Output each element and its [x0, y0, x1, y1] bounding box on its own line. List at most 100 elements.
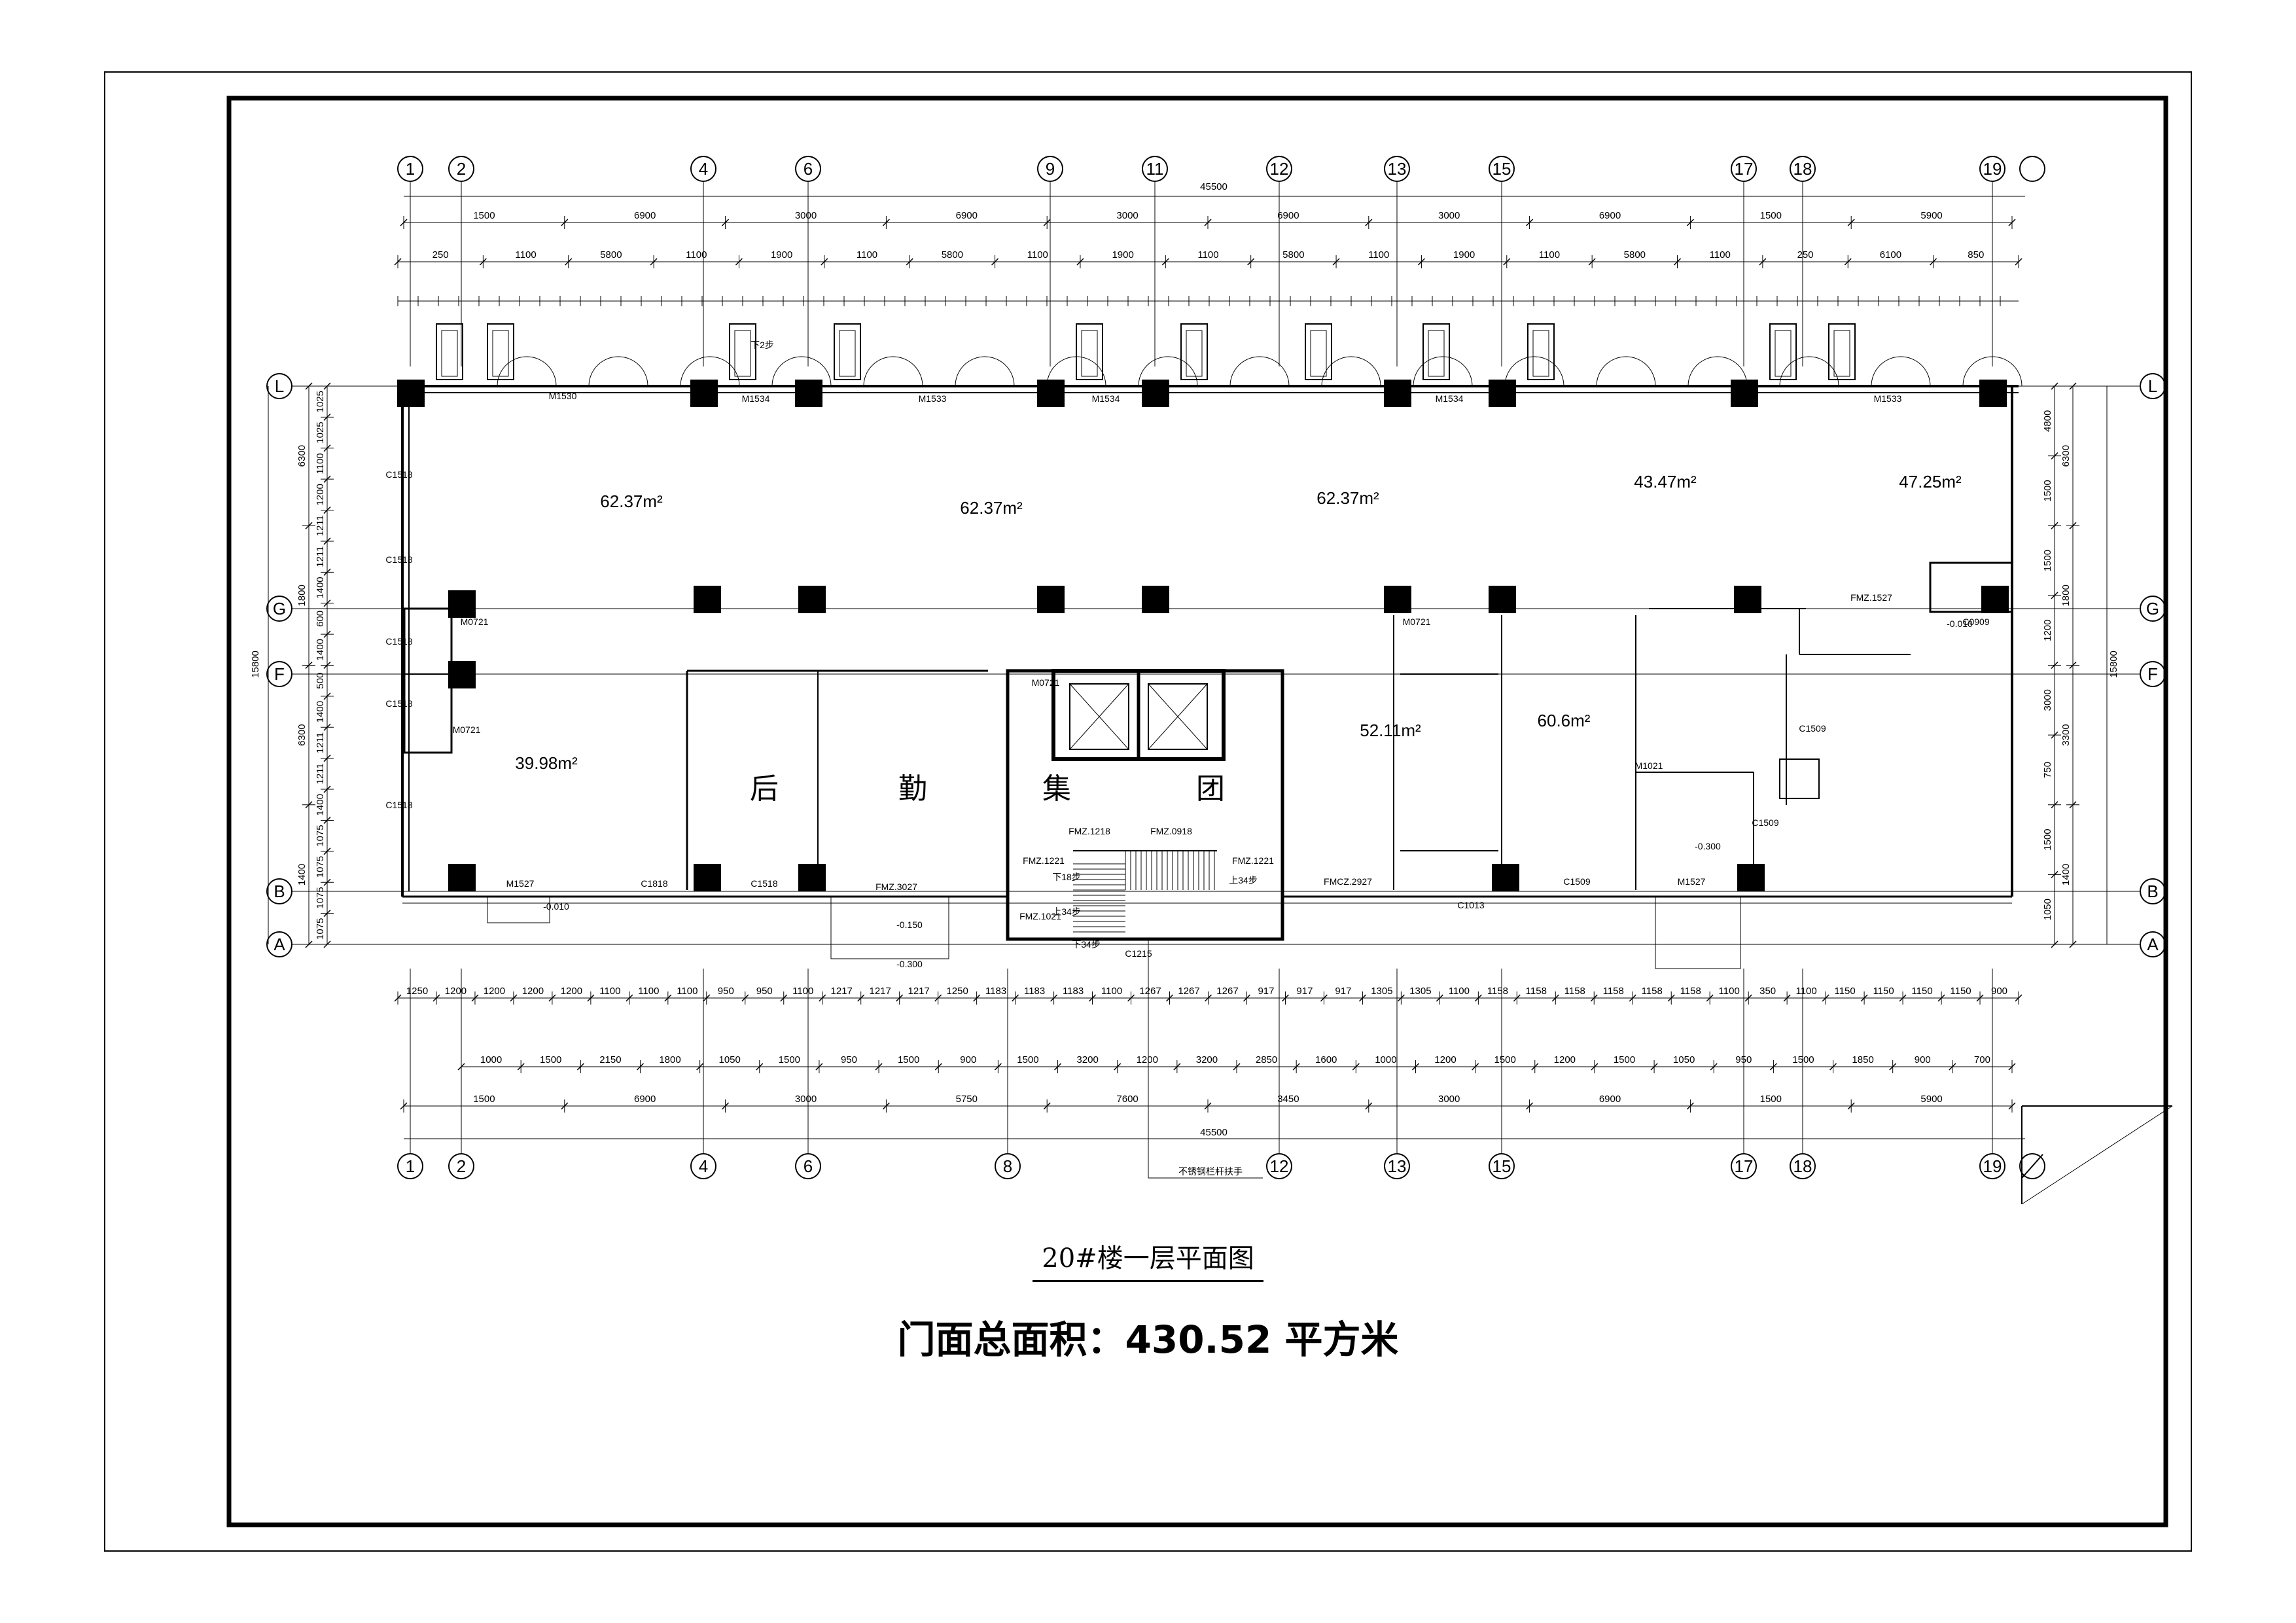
top-dims-row2-label: 5800	[1624, 249, 1646, 260]
left-dims-label: 1075	[315, 918, 326, 940]
right-dims-group-label: 1800	[2060, 584, 2072, 606]
axis-label-right: B	[2147, 882, 2158, 901]
door-swing	[863, 356, 894, 387]
room-area-label: 39.98m²	[515, 753, 578, 773]
front-pier	[1180, 323, 1208, 380]
top-dims-row2-label: 1100	[1539, 249, 1560, 260]
door-swing	[892, 356, 923, 387]
door-window-tag: M0721	[1403, 616, 1431, 627]
stair-direction-tag: 下34步	[1072, 939, 1101, 950]
bottom-dims-row2-label: 2150	[599, 1054, 621, 1065]
bottom-dims-row1-label: 917	[1335, 986, 1351, 997]
door-swing	[1900, 356, 1931, 387]
column	[795, 380, 822, 407]
overall-depth-left: 15800	[250, 651, 261, 678]
axis-label-top: 6	[804, 159, 813, 179]
room-area-label: 52.11m²	[1360, 721, 1421, 740]
door-window-tag: C1518	[751, 878, 777, 889]
axis-bubble-bottom	[795, 1153, 821, 1179]
overall-dimension-bottom: 45500	[1200, 1127, 1227, 1138]
bottom-dims-row1-label: 1267	[1178, 986, 1199, 997]
bottom-dims-row1-label: 1305	[1371, 986, 1392, 997]
axis-label-right: F	[2147, 664, 2158, 684]
left-dims-label: 1100	[315, 453, 326, 474]
axis-label-bottom: 4	[699, 1156, 708, 1176]
axis-bubble-bottom	[1979, 1153, 2005, 1179]
axis-bubble-top	[1979, 156, 2005, 182]
door-window-tag: M0721	[461, 616, 489, 627]
bottom-dims-row1-label: 1183	[985, 986, 1006, 997]
column	[448, 661, 476, 688]
column	[798, 864, 826, 891]
top-dims-row2-label: 6100	[1880, 249, 1901, 260]
bottom-dims-row1-label: 1158	[1526, 986, 1547, 997]
column	[1142, 380, 1169, 407]
door-window-tag: FMZ.1221	[1023, 855, 1065, 866]
bottom-dims-row3-label: 1500	[473, 1094, 495, 1105]
bottom-dims-row1-label: 950	[756, 986, 773, 997]
bottom-dims-row1-label: 1305	[1409, 986, 1431, 997]
top-dims-row1-label: 1500	[1760, 210, 1782, 221]
top-dims-row2-label: 850	[1968, 249, 1984, 260]
axis-bubble-top	[1384, 156, 1410, 182]
right-dims-label: 1500	[2042, 480, 2053, 501]
entry-step	[1655, 896, 1741, 969]
bottom-dims-row1-label: 1250	[406, 986, 428, 997]
door-window-tag: M1533	[919, 393, 947, 404]
top-dims-row2-label: 1900	[1112, 249, 1133, 260]
door-window-tag: C1518	[385, 554, 412, 565]
axis-label-top: 4	[699, 159, 708, 179]
right-dims-label: 3000	[2042, 689, 2053, 711]
top-dims-row1-label: 1500	[473, 210, 495, 221]
stair-direction-tag: 上34步	[1229, 875, 1258, 885]
bottom-dims-row3-label: 3450	[1277, 1094, 1299, 1105]
room-area-label: 62.37m²	[960, 498, 1023, 518]
top-dims-row2-label: 1100	[515, 249, 536, 260]
room-area-label: 47.25m²	[1899, 472, 1962, 491]
bottom-dims-row2-label: 1500	[1017, 1054, 1038, 1065]
axis-bubble-bottom	[995, 1153, 1021, 1179]
door-swing	[1413, 356, 1443, 387]
top-dims-row1-label: 5900	[1920, 210, 1942, 221]
bottom-dims-row2-label: 1500	[1614, 1054, 1635, 1065]
door-swing	[1138, 356, 1169, 387]
column	[1489, 586, 1516, 613]
door-swing	[1687, 356, 1718, 387]
door-swing	[1229, 356, 1260, 387]
bottom-dims-row3-label: 3000	[1438, 1094, 1460, 1105]
door-window-tag: C1509	[1752, 817, 1778, 828]
left-dims-label: 1211	[315, 763, 326, 784]
door-swing	[588, 356, 619, 387]
bottom-dims-row1-label: 1158	[1642, 986, 1663, 997]
bottom-dims-row2-label: 2850	[1256, 1054, 1277, 1065]
bottom-dims-row2-label: 1200	[1137, 1054, 1158, 1065]
right-dims-label: 750	[2042, 762, 2053, 778]
top-dims-row2-label: 250	[433, 249, 449, 260]
door-swing	[1259, 356, 1290, 387]
front-pier-inner	[1186, 330, 1203, 377]
axis-bubble-top	[795, 156, 821, 182]
axis-bubble-top	[1731, 156, 1757, 182]
top-dims-row2-label: 1100	[1368, 249, 1389, 260]
bottom-dims-row3-label: 3000	[795, 1094, 817, 1105]
column	[397, 380, 425, 407]
bottom-dims-row1-label: 1158	[1603, 986, 1624, 997]
top-step-note: 下2步	[751, 340, 774, 350]
door-window-tag: M1527	[506, 878, 535, 889]
left-dims-label: 1400	[315, 577, 326, 598]
elevator-x	[1148, 683, 1208, 750]
left-dims-group-label: 6300	[296, 724, 308, 745]
column	[1037, 586, 1065, 613]
front-pier-inner	[1081, 330, 1098, 377]
axis-bubble-top	[1489, 156, 1515, 182]
left-dims-label: 1400	[315, 639, 326, 660]
bottom-dims-row1-label: 1100	[1719, 986, 1740, 997]
axis-label-top: 9	[1046, 159, 1055, 179]
site-boundary	[2021, 1105, 2173, 1205]
door-window-tag: FMZ.3027	[875, 882, 917, 892]
right-dims-group-label: 6300	[2060, 445, 2072, 467]
axis-bubble-top	[1266, 156, 1292, 182]
axis-label-right: L	[2148, 376, 2157, 396]
front-pier-inner	[1833, 330, 1850, 377]
